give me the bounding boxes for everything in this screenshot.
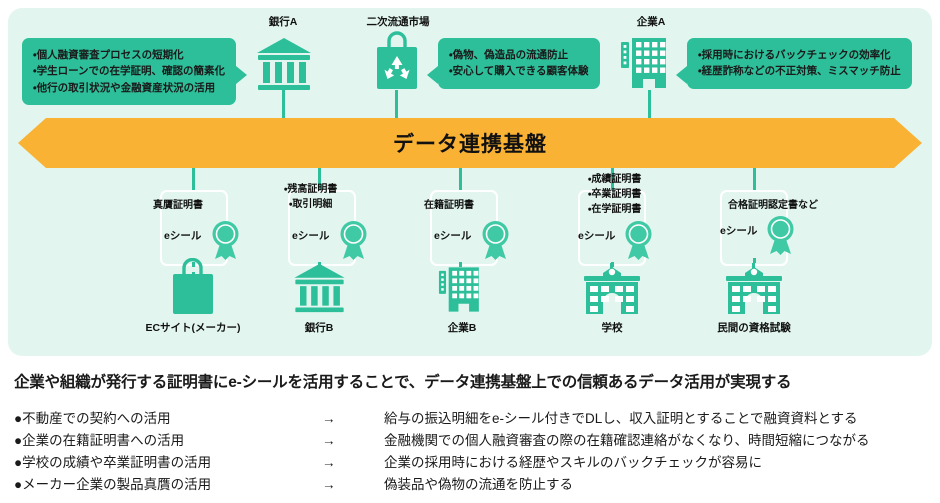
- summary-row-right: 企業の採用時における経歴やスキルのバックチェックが容易に: [384, 454, 762, 470]
- summary-rows: ●不動産での契約への活用 → 給与の振込明細をe-シール付きでDLし、収入証明と…: [14, 408, 932, 495]
- shopping-bag-recycle-icon: [377, 31, 417, 89]
- callout-bank-a: ・個人融資審査プロセスの短期化 ・学生ローンでの在学証明、確認の簡素化 ・他行の…: [22, 38, 248, 105]
- bank-icon: [257, 38, 311, 90]
- top-node-label-bank-a: 銀行A: [268, 16, 298, 28]
- certificate-title-ec-site: 真贋証明書: [153, 200, 203, 211]
- office-building-icon: [438, 267, 479, 312]
- summary-row-arrow: →: [322, 454, 336, 470]
- bottom-node-label-ec-site: ECサイト(メーカー): [145, 322, 241, 334]
- certificate-title-line: ・取引明細: [289, 199, 333, 210]
- banner-label: データ連携基盤: [393, 133, 547, 156]
- connector-secondary-market: [395, 90, 398, 120]
- data-platform-banner: データ連携基盤: [18, 118, 922, 168]
- callout-secondary-market: ・偽物、偽造品の流通防止 ・安心して購入できる顧客体験: [427, 38, 600, 89]
- summary-row-right: 給与の振込明細をe-シール付きでDLし、収入証明とすることで融資資料とする: [384, 411, 858, 426]
- summary-row-left: ●メーカー企業の製品真贋の活用: [14, 476, 212, 492]
- summary-headline: 企業や組織が発行する証明書にe-シールを活用することで、データ連携基盤上での信頼…: [14, 374, 792, 391]
- certificate-title-line: ・残高証明書: [284, 184, 338, 195]
- top-node-label-company-a: 企業A: [636, 16, 666, 28]
- eseal-label-school: eシール: [578, 230, 616, 242]
- seal-rosette-icon: [482, 221, 509, 260]
- bottom-node-label-bank-b: 銀行B: [304, 322, 334, 334]
- summary-row-right: 金融機関での個人融資審査の際の在籍確認連絡がなくなり、時間短縮につながる: [384, 432, 870, 448]
- summary-row-arrow: →: [322, 411, 336, 426]
- connector-company-a: [648, 90, 651, 120]
- school-icon: [726, 263, 782, 314]
- bank-icon: [294, 263, 345, 313]
- eseal-label-ec-site: eシール: [164, 230, 202, 242]
- seal-rosette-icon: [340, 221, 367, 260]
- eseal-label-bank-b: eシール: [292, 230, 330, 242]
- summary-row-arrow: →: [322, 432, 336, 448]
- summary-row-left: ●不動産での契約への活用: [14, 411, 171, 426]
- certificate-title-company-b: 在籍証明書: [424, 200, 474, 211]
- shopping-bag-icon: [173, 258, 213, 314]
- callout-company-a: ・採用時におけるバックチェックの効率化 ・経歴詐称などの不正対策、ミスマッチ防止: [676, 38, 912, 89]
- connector-bank-b: [318, 168, 321, 190]
- callout-line: ・他行の取引状況や金融資産状況の活用: [33, 81, 216, 94]
- callout-line: ・偽物、偽造品の流通防止: [449, 49, 569, 61]
- certificate-title-line: ・卒業証明書: [588, 189, 642, 200]
- connector-ec-site: [192, 168, 195, 190]
- callout-line: ・採用時におけるバックチェックの効率化: [698, 49, 891, 61]
- connector-bank-a: [282, 90, 285, 120]
- certificate-title-line: ・成績証明書: [588, 174, 642, 185]
- connector-dash-ec-site: [192, 262, 195, 280]
- bottom-node-label-school: 学校: [601, 322, 623, 334]
- callout-line: ・学生ローンでの在学証明、確認の簡素化: [33, 65, 226, 78]
- top-node-label-secondary-market: 二次流通市場: [366, 16, 430, 28]
- summary-row: ●不動産での契約への活用 → 給与の振込明細をe-シール付きでDLし、収入証明と…: [14, 408, 932, 430]
- summary-block: 企業や組織が発行する証明書にe-シールを活用することで、データ連携基盤上での信頼…: [14, 370, 932, 495]
- seal-rosette-icon: [767, 216, 794, 255]
- bottom-node-label-company-b: 企業B: [447, 322, 477, 334]
- summary-row: ●メーカー企業の製品真贋の活用 → 偽装品や偽物の流通を防止する: [14, 474, 932, 496]
- connector-company-b: [459, 168, 462, 190]
- school-icon: [584, 263, 640, 314]
- seal-rosette-icon: [625, 221, 652, 260]
- eseal-label-company-b: eシール: [434, 230, 472, 242]
- bottom-node-label-private-exam: 民間の資格試験: [717, 322, 791, 334]
- callout-line: ・安心して購入できる顧客体験: [449, 65, 589, 78]
- summary-row: ●学校の成績や卒業証明書の活用 → 企業の採用時における経歴やスキルのバックチェ…: [14, 452, 932, 474]
- summary-row-left: ●学校の成績や卒業証明書の活用: [14, 454, 212, 470]
- summary-row-right: 偽装品や偽物の流通を防止する: [384, 476, 573, 492]
- callout-line: ・個人融資審査プロセスの短期化: [33, 49, 184, 61]
- office-building-icon: [621, 38, 666, 88]
- callout-line: ・経歴詐称などの不正対策、ミスマッチ防止: [698, 65, 901, 78]
- connector-school: [611, 168, 614, 190]
- summary-row: ●企業の在籍証明書への活用 → 金融機関での個人融資審査の際の在籍確認連絡がなく…: [14, 430, 932, 452]
- eseal-label-private-exam: eシール: [720, 225, 758, 237]
- summary-row-arrow: →: [322, 476, 336, 492]
- certificate-title-school: ・成績証明書 ・卒業証明書 ・在学証明書: [588, 172, 641, 217]
- certificate-title-line: ・在学証明書: [588, 204, 642, 215]
- summary-row-left: ●企業の在籍証明書への活用: [14, 432, 185, 448]
- certificate-title-bank-b: ・残高証明書 ・取引明細: [284, 182, 337, 212]
- connector-private-exam: [753, 168, 756, 190]
- certificate-title-private-exam: 合格証明認定書など: [728, 200, 818, 211]
- seal-rosette-icon: [212, 221, 239, 260]
